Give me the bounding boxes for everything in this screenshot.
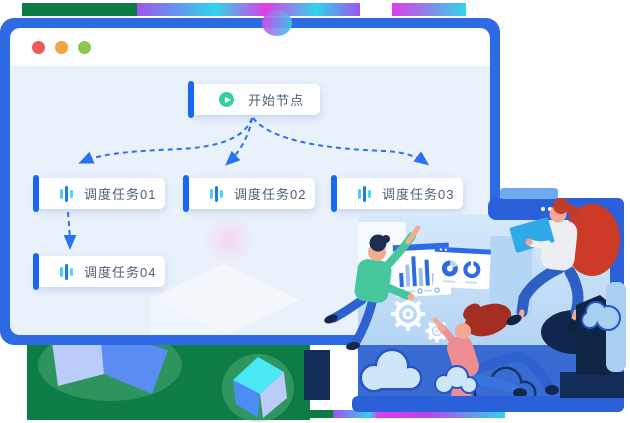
node-label: 调度任务01 xyxy=(84,187,157,202)
frame-tab xyxy=(500,188,558,199)
flow-node-task-03[interactable]: 调度任务03 xyxy=(331,175,463,212)
top-strip-gradient xyxy=(137,3,360,16)
traffic-light-close[interactable] xyxy=(32,40,45,54)
frame-right xyxy=(610,198,624,412)
cloud-decor xyxy=(359,348,478,394)
equalizer-icon xyxy=(358,185,371,202)
node-accent-bar xyxy=(33,175,39,212)
traffic-light-minimize[interactable] xyxy=(55,40,68,54)
frame-top xyxy=(488,198,622,220)
traffic-light-zoom[interactable] xyxy=(78,40,91,54)
titlebar xyxy=(10,28,490,66)
flow-node-task-04[interactable]: 调度任务04 xyxy=(33,253,165,290)
gradient-blob-decor xyxy=(262,10,292,36)
flow-node-task-02[interactable]: 调度任务02 xyxy=(183,175,315,212)
node-accent-bar xyxy=(183,175,189,212)
frame-bottom xyxy=(352,396,624,412)
equalizer-icon xyxy=(210,185,223,202)
node-label: 调度任务03 xyxy=(382,187,455,202)
navy-silhouette xyxy=(304,350,330,400)
node-label: 调度任务04 xyxy=(84,265,157,280)
node-label: 开始节点 xyxy=(248,93,305,108)
top-strip-green xyxy=(22,3,137,16)
floor-cloud xyxy=(473,366,537,406)
bottom-strip-gradient xyxy=(300,410,505,418)
equalizer-icon xyxy=(60,185,73,202)
beanbag xyxy=(564,204,620,276)
tablet xyxy=(509,217,555,253)
flow-node-task-01[interactable]: 调度任务01 xyxy=(33,175,165,212)
node-label: 调度任务02 xyxy=(234,187,307,202)
node-accent-bar xyxy=(188,81,194,118)
play-icon xyxy=(219,92,234,107)
person-sitting-with-tablet xyxy=(506,198,620,354)
node-accent-bar xyxy=(33,253,39,290)
frame-header-dots xyxy=(541,207,559,211)
small-cube-top-face xyxy=(233,357,284,394)
small-cube-front-face xyxy=(233,380,260,418)
scene-floor xyxy=(358,345,612,398)
equalizer-icon xyxy=(60,263,73,280)
small-cube-right-face xyxy=(260,372,287,418)
node-accent-bar xyxy=(331,175,337,212)
right-side-decor xyxy=(560,282,626,398)
flow-node-start[interactable]: 开始节点 xyxy=(188,81,320,118)
green-ground xyxy=(27,345,310,420)
top-strip-gradient-2 xyxy=(392,3,466,16)
